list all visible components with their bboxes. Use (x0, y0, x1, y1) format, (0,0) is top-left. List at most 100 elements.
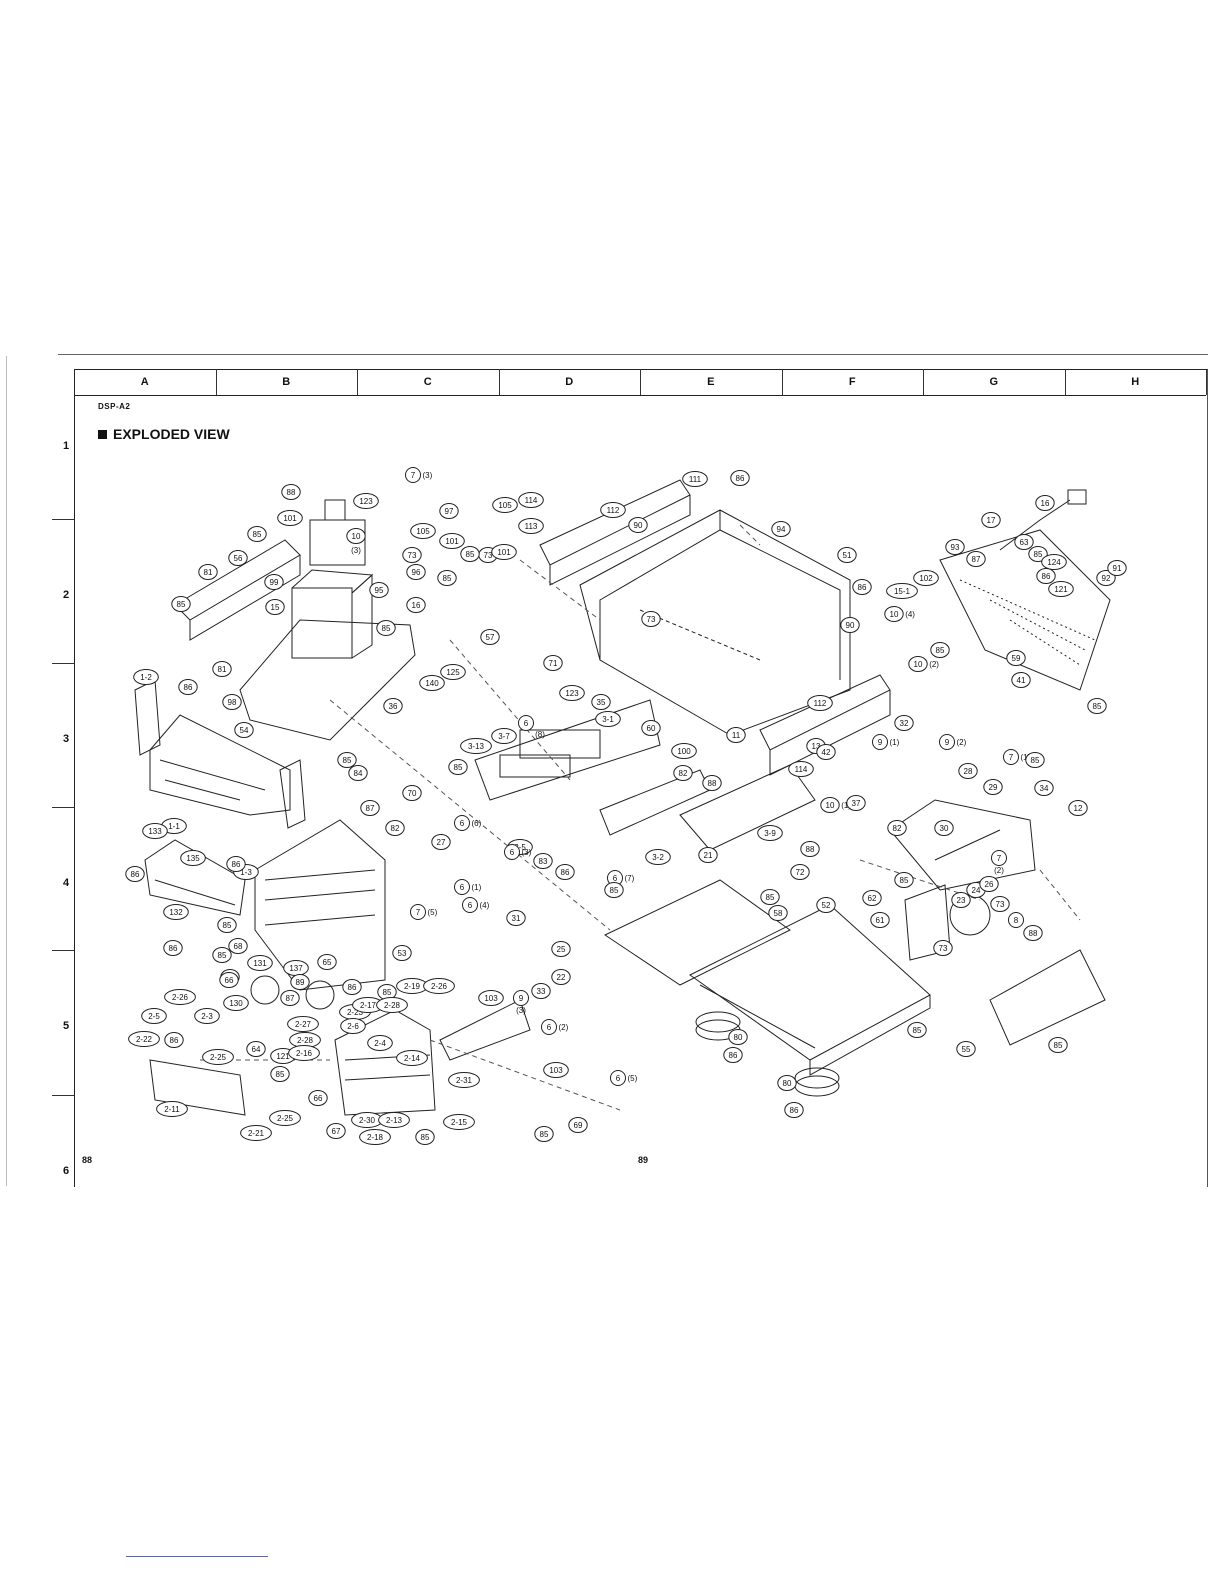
callout-c154: 137 (283, 960, 309, 976)
callout-bubble (641, 611, 661, 627)
callout-text: 22 (557, 973, 566, 982)
callout-text: 84 (354, 769, 363, 778)
callout-c101: 72 (790, 864, 810, 880)
callout-c143: 8 (1008, 912, 1024, 928)
callout-text: 131 (253, 959, 267, 968)
callout-c76: (8) (535, 730, 545, 739)
callout-text: (8) (535, 730, 545, 739)
callout-bubble (913, 570, 939, 586)
callout-c166: 2-3 (194, 1008, 220, 1024)
callout-bubble (326, 1123, 346, 1139)
callout-bubble (930, 642, 950, 658)
callout-bubble (884, 606, 904, 622)
callout-c136: 85 (894, 872, 914, 888)
callout-text: 17 (987, 516, 996, 525)
callout-text: 26 (985, 880, 994, 889)
callout-bubble (228, 550, 248, 566)
callout-bubble (673, 765, 693, 781)
callout-c203: 85 (1048, 1037, 1068, 1053)
callout-bubble (164, 1032, 184, 1048)
callout-text: 101 (445, 537, 459, 546)
callout-bubble (223, 995, 249, 1011)
callout-text: 32 (900, 719, 909, 728)
callout-c100: 88 (800, 841, 820, 857)
callout-c63: 59 (1006, 650, 1026, 666)
callout-c84: 135 (180, 850, 206, 866)
callout-c37: 90 (628, 517, 648, 533)
callout-text: 94 (777, 525, 786, 534)
callout-bubble (682, 471, 708, 487)
callout-text: 2-16 (296, 1049, 313, 1058)
callout-c199: 80 (777, 1075, 797, 1091)
callout-c1: 7(3) (405, 467, 433, 483)
callout-bubble (1036, 568, 1056, 584)
callout-text: 52 (822, 901, 831, 910)
callout-text: 85 (253, 530, 262, 539)
callout-bubble (933, 940, 953, 956)
callout-text: 16 (1041, 499, 1050, 508)
callout-bubble (290, 974, 310, 990)
callout-text: 28 (964, 767, 973, 776)
callout-bubble (415, 1129, 435, 1145)
callout-c91: 6(6) (454, 815, 482, 831)
callout-text: 7 (997, 854, 1002, 863)
callout-c43: 11 (726, 727, 746, 743)
callout-c8: 56 (228, 550, 248, 566)
callout-c200: 86 (784, 1102, 804, 1118)
front-door-panel (144, 839, 246, 916)
callout-bubble (340, 1018, 366, 1034)
callout-c10: 85 (171, 596, 191, 612)
callout-text: 10 (914, 660, 923, 669)
callout-text: 2-4 (374, 1039, 386, 1048)
callout-c201: 85 (907, 1022, 927, 1038)
callout-bubble (730, 470, 750, 486)
callout-c56: 121 (1048, 581, 1074, 597)
callout-bubble (480, 629, 500, 645)
callout-c106: 28 (958, 763, 978, 779)
callout-c144: 88 (1023, 925, 1043, 941)
callout-bubble (287, 1016, 319, 1032)
callout-text: 13 (812, 742, 821, 751)
callout-text: 2-30 (359, 1116, 376, 1125)
callout-text: 57 (486, 633, 495, 642)
callout-c196: 85 (534, 1126, 554, 1142)
callout-bubble (534, 1126, 554, 1142)
callout-bubble (270, 1066, 290, 1082)
callout-text: 1-3 (240, 868, 252, 877)
row-label-6: 6 (62, 1165, 70, 1177)
callout-bubble (378, 1112, 410, 1128)
callout-c129: 33 (531, 983, 551, 999)
callout-text: 35 (597, 698, 606, 707)
callout-text: 85 (913, 1026, 922, 1035)
callout-text: 85 (936, 646, 945, 655)
row-divider (52, 519, 74, 520)
callout-bubble (846, 795, 866, 811)
callout-text: 3-13 (468, 742, 485, 751)
callout-c47: 42 (816, 744, 836, 760)
callout-text: 73 (647, 615, 656, 624)
column-label-a: A (74, 369, 217, 395)
callout-c112: 82 (887, 820, 907, 836)
callout-c5: 10 (346, 528, 366, 544)
callout-c103: 32 (894, 715, 914, 731)
callout-text: 85 (343, 756, 352, 765)
row-label-1: 1 (62, 440, 70, 452)
callout-c149: 85 (212, 947, 232, 963)
callout-c80: 100 (671, 743, 697, 759)
callout-bubble (1025, 752, 1045, 768)
callout-bubble (156, 1101, 188, 1117)
callout-text: 125 (446, 668, 460, 677)
callout-bubble (171, 596, 191, 612)
callout-bubble (317, 954, 337, 970)
callout-c15: 54 (234, 722, 254, 738)
callout-text: 7 (411, 471, 416, 480)
callout-bubble (462, 897, 478, 913)
callout-text: 1-1 (168, 822, 180, 831)
callout-c190: 2-18 (359, 1129, 391, 1145)
callout-text: 99 (270, 578, 279, 587)
callout-bubble (194, 1008, 220, 1024)
callout-text: 103 (484, 994, 498, 1003)
callout-c134: 58 (768, 905, 788, 921)
callout-text: 62 (868, 894, 877, 903)
